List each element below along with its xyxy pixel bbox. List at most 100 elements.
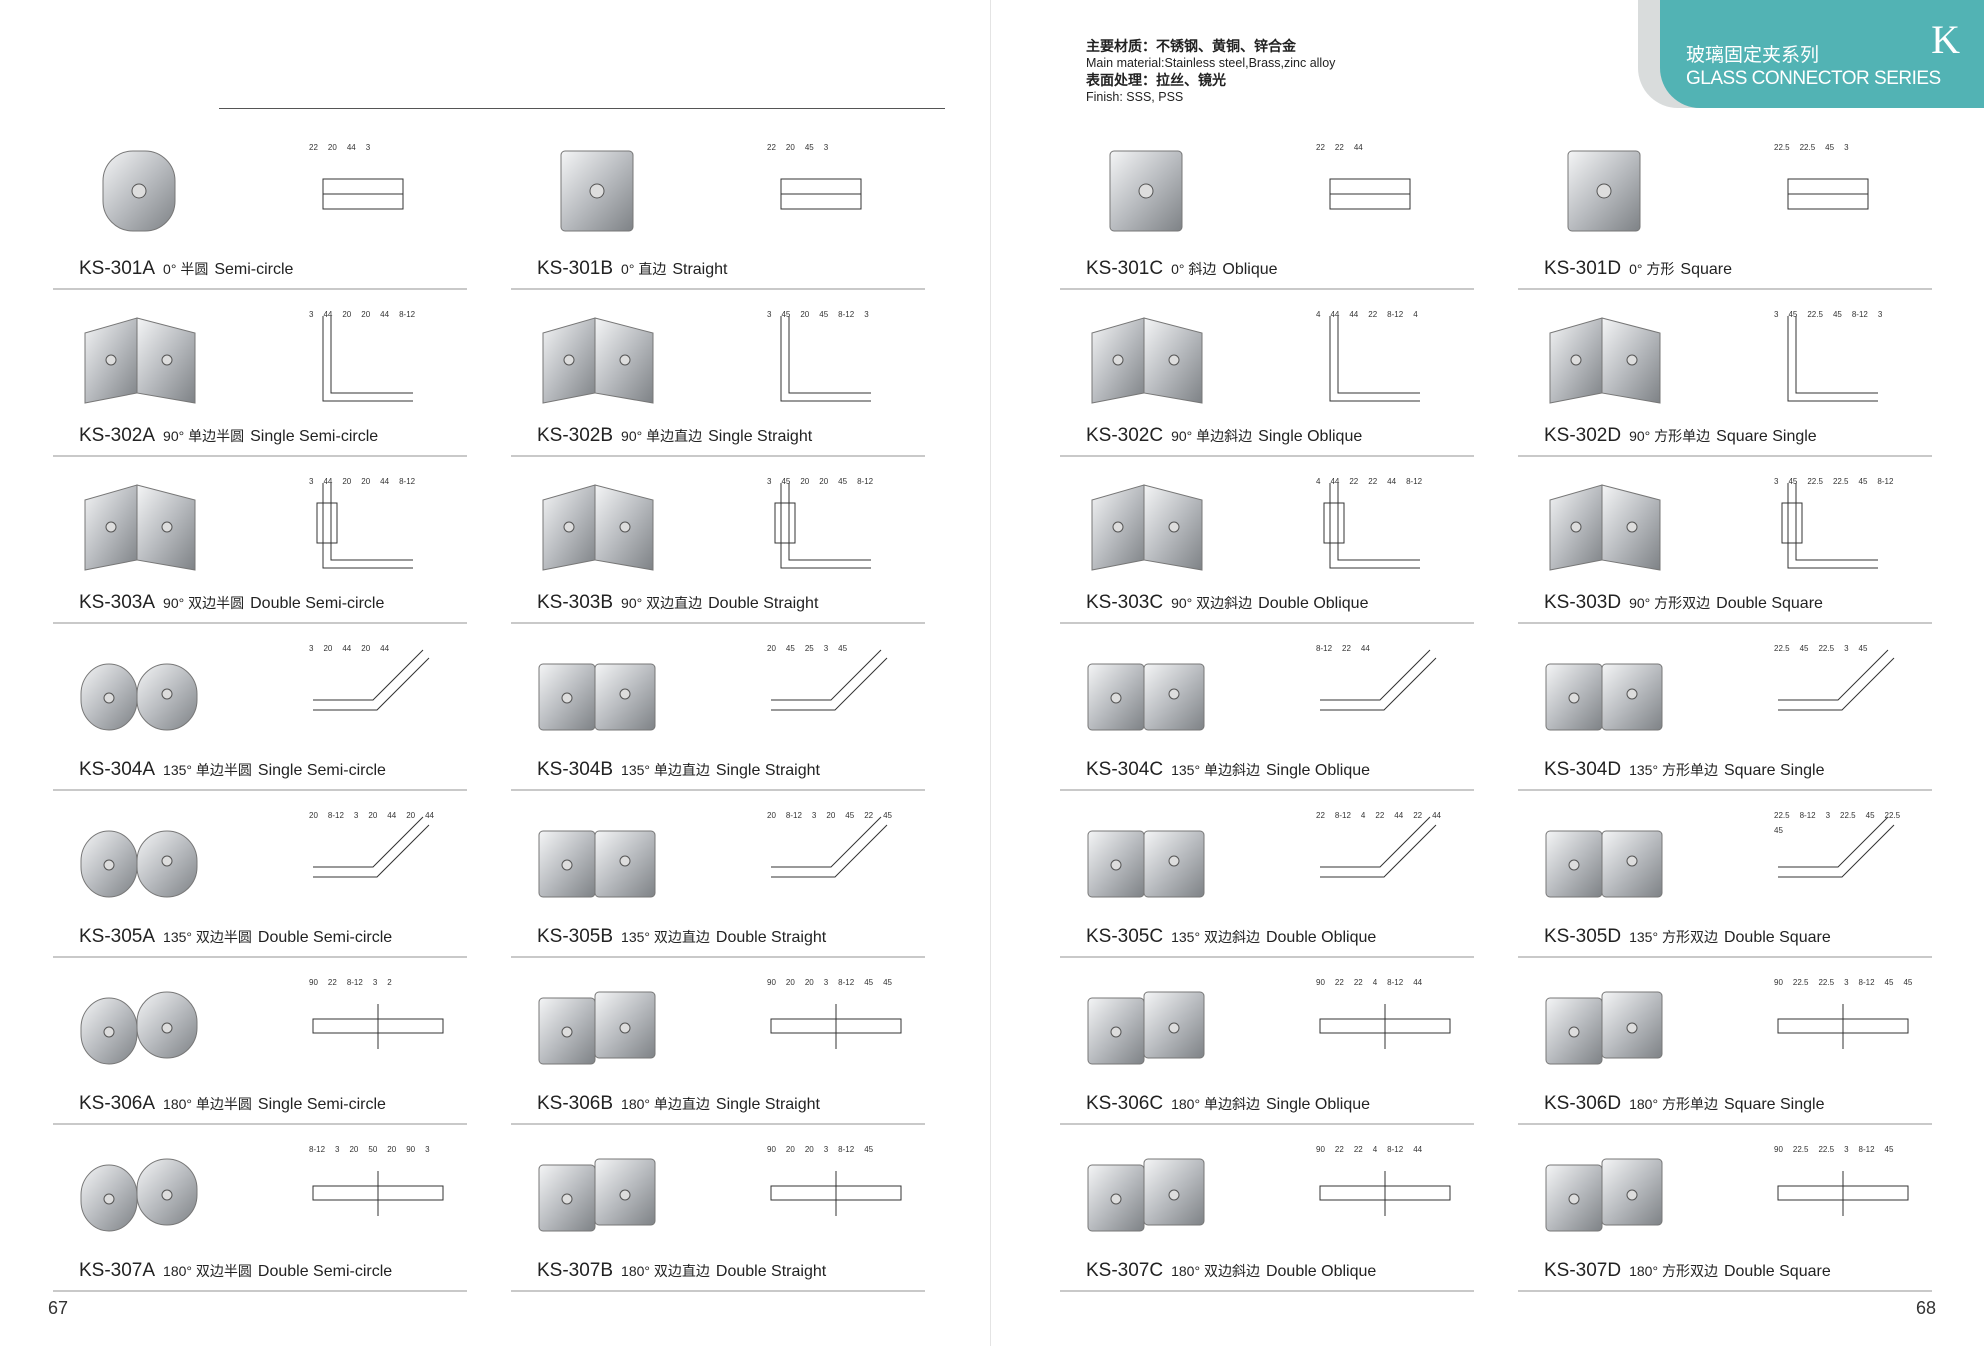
product-photo: [75, 976, 205, 1076]
dimension-label: 2: [387, 978, 392, 987]
dimension-label: 3: [1844, 1145, 1849, 1154]
product-code: KS-303C: [1086, 592, 1164, 613]
product-photo: [533, 141, 663, 241]
dimension-label: 45: [864, 1145, 874, 1154]
product-name-en: Single Oblique: [1258, 428, 1363, 445]
page-number-left: 67: [48, 1298, 69, 1318]
dimension-label: 20: [387, 1145, 397, 1154]
dimension-label: 45: [804, 143, 814, 152]
dimension-label: 22.5: [1792, 978, 1809, 987]
dimension-label: 3: [1844, 143, 1849, 152]
product-name-en: Double Square: [1716, 595, 1823, 612]
product-photo: [1082, 809, 1212, 909]
product-code: KS-302C: [1086, 425, 1164, 446]
section-letter: K: [1931, 17, 1960, 62]
dimension-label: 3: [1844, 644, 1849, 653]
drawing-lines: [313, 816, 430, 878]
drawing-lines: [312, 1004, 444, 1049]
product-code: KS-302B: [537, 425, 614, 446]
dimension-label: 44: [1330, 477, 1340, 486]
product-name-cn: 90° 双边斜边: [1171, 595, 1253, 611]
drawing-lines: [1329, 316, 1420, 402]
product-code: KS-305B: [537, 926, 614, 947]
dimension-label: 44: [1360, 644, 1370, 653]
dimension-label: 22: [1349, 477, 1359, 486]
material-info: 主要材质：不锈钢、黄铜、锌合金 Main material:Stainless …: [1086, 38, 1335, 106]
dimension-label: 22: [1334, 143, 1344, 152]
product-code: KS-307B: [537, 1260, 614, 1281]
dimension-label: 8-12: [1316, 644, 1333, 653]
product-name-cn: 135° 单边直边: [621, 762, 710, 778]
dimension-label: 45: [1903, 978, 1913, 987]
dimension-label: 90: [406, 1145, 416, 1154]
product-photo: [1540, 642, 1670, 742]
product-name-cn: 135° 双边斜边: [1171, 929, 1260, 945]
product-code: KS-306A: [79, 1093, 156, 1114]
dimension-label: 44: [380, 310, 390, 319]
product-photo: [75, 141, 205, 241]
product-photo: [533, 308, 663, 408]
product-name-cn: 135° 单边半圆: [163, 762, 252, 778]
dimension-label: 45: [1774, 826, 1783, 835]
product-photo: [1082, 475, 1212, 575]
dimension-label: 8-12: [399, 310, 416, 319]
drawing-lines: [1778, 816, 1895, 878]
dimension-label: 20: [767, 811, 776, 820]
dimension-label: 45: [1788, 477, 1798, 486]
dimension-label: 22.5: [1792, 1145, 1809, 1154]
dimension-label: 20: [361, 477, 371, 486]
dimension-label: 44: [1432, 811, 1441, 820]
product-photo: [75, 642, 205, 742]
dimension-label: 45: [1858, 644, 1868, 653]
product-name-en: Single Straight: [708, 428, 813, 445]
product-name-en: Double Oblique: [1258, 595, 1369, 612]
dimension-label: 45: [1858, 477, 1868, 486]
drawing-lines: [780, 178, 862, 210]
drawing-lines: [316, 483, 413, 569]
dimension-label: 3: [353, 811, 359, 820]
drawing-lines: [1787, 178, 1869, 210]
dimension-label: 3: [309, 477, 314, 486]
material-cn: 主要材质：不锈钢、黄铜、锌合金: [1086, 38, 1296, 54]
dimension-label: 22: [1316, 143, 1325, 152]
dimension-label: 20: [361, 310, 371, 319]
product-name-cn: 0° 直边: [621, 261, 667, 277]
drawing-lines: [1319, 1171, 1451, 1216]
dimension-label: 44: [380, 644, 390, 653]
dimension-label: 44: [342, 644, 352, 653]
product-code: KS-304A: [79, 759, 156, 780]
drawing-lines: [1781, 483, 1878, 569]
product-name-cn: 180° 单边半圆: [163, 1096, 252, 1112]
header-rule: [219, 108, 945, 109]
dimension-label: 22: [1334, 978, 1344, 987]
product-code: KS-305D: [1544, 926, 1622, 947]
dimension-label: 8-12: [1334, 811, 1351, 820]
product-name-cn: 90° 双边半圆: [163, 595, 245, 611]
dimension-label: 3: [425, 1145, 430, 1154]
product-code: KS-307C: [1086, 1260, 1164, 1281]
product-code: KS-307A: [79, 1260, 156, 1281]
